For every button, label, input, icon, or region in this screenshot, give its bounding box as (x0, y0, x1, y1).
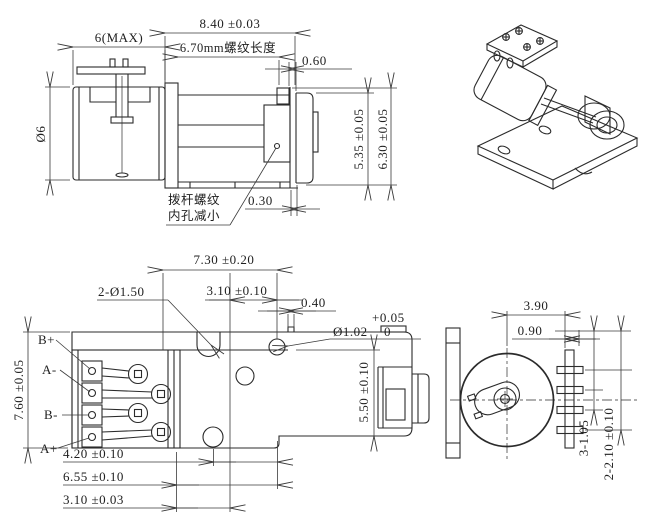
u-slot (196, 332, 221, 357)
dim-height-outer-text: 6.30 ±0.05 (375, 109, 390, 170)
screw-boss (493, 387, 517, 411)
end-view: 3.90 0.90 3-1.05 2-2.10 ±0.10 (445, 298, 638, 481)
slider-cap (412, 373, 430, 424)
bracket-plate-edge (445, 327, 461, 459)
pin-header (556, 349, 584, 449)
plan-view-dimensions: B+ A- B- A+ 7.60 ±0.05 7.30 ±0.20 2-Ø1.5… (11, 252, 421, 512)
leader-dot (273, 142, 281, 150)
pad-a-plus (81, 426, 103, 448)
dim-bottom-1-text: 4.20 ±0.10 (63, 446, 124, 461)
dim-step-text: 0.40 (301, 295, 326, 310)
iso-lead-screw (543, 97, 597, 118)
iso-terminal-pins (493, 27, 544, 69)
pad-a-minus (81, 382, 103, 404)
terminal-label-a-plus: A+ (40, 441, 58, 456)
dim-overall-width-text: 7.60 ±0.05 (11, 360, 26, 421)
slider-tab (276, 87, 290, 105)
dim-pin-pitch-text: 3-1.05 (576, 420, 591, 457)
terminal-block (71, 349, 181, 449)
dim-body-width-text: 5.50 ±0.10 (356, 362, 371, 423)
dim-pin-span-text: 2-2.10 ±0.10 (601, 408, 616, 481)
dim-width-max-text: 6(MAX) (95, 30, 144, 45)
dim-bottom-3-text: 3.10 ±0.03 (63, 492, 124, 507)
eyelet-terminals (127, 363, 172, 443)
terminal-label-b-minus: B- (44, 407, 58, 422)
side-view-dimensions: 6(MAX) 8.40 ±0.03 6.70mm螺纹长度 Ø6 0.60 5.3… (33, 16, 397, 226)
dim-height-inner-text: 5.35 ±0.05 (351, 109, 366, 170)
iso-bracket-plate (476, 105, 639, 181)
side-view: 6(MAX) 8.40 ±0.03 6.70mm螺纹长度 Ø6 0.60 5.3… (33, 16, 397, 226)
plan-view: B+ A- B- A+ 7.60 ±0.05 7.30 ±0.20 2-Ø1.5… (11, 252, 430, 512)
note-lever-thread-line1: 拨杆螺纹 (168, 193, 220, 207)
isometric-view (473, 24, 639, 190)
end-view-dimensions: 3.90 0.90 3-1.05 2-2.10 ±0.10 (491, 298, 632, 481)
hole-bottom (202, 426, 224, 448)
dim-thread-length-text: 6.70mm螺纹长度 (180, 40, 276, 55)
dim-pin-offset-text: 0.90 (518, 323, 543, 338)
header-plate (564, 349, 575, 449)
dim-gap-top-text: 0.60 (302, 53, 327, 68)
slider-nut (263, 104, 291, 163)
iso-nut-back (577, 102, 611, 130)
iso-geometry (473, 24, 639, 190)
dim-center-offset-text: 3.90 (524, 298, 549, 313)
dim-bottom-2-text: 6.55 ±0.10 (63, 469, 124, 484)
dim-gap-bottom-text: 0.30 (248, 193, 273, 208)
motor-body (72, 86, 166, 181)
plan-view-geometry (71, 325, 430, 449)
mount-plate (164, 82, 179, 189)
terminal-label-b-plus: B+ (38, 332, 55, 347)
end-cap (296, 92, 314, 184)
dim-small-hole-tol-upper-text: +0.05 (372, 310, 405, 325)
dim-diameter-text: Ø6 (33, 126, 48, 143)
slider-inner (385, 388, 406, 421)
dim-small-hole-text: Ø1.02 (333, 324, 368, 339)
dim-total-length-text: 8.40 ±0.03 (200, 16, 261, 31)
dim-hole-offset-text: 3.10 ±0.10 (207, 283, 268, 298)
terminal-bar (76, 66, 146, 75)
note-lever-thread-line2: 内孔减小 (168, 209, 220, 223)
side-view-geometry (72, 58, 319, 189)
end-view-geometry (445, 327, 638, 462)
pad-b-plus (81, 360, 103, 382)
slider-top-tab (380, 325, 407, 333)
terminal-label-a-minus: A- (42, 362, 57, 377)
hole-small (268, 338, 286, 356)
lever-nut (466, 381, 521, 420)
base-plate (71, 331, 413, 449)
iso-nut-face (589, 110, 625, 140)
hole-center (235, 366, 255, 386)
dim-holes-text: 2-Ø1.50 (98, 284, 144, 299)
iso-motor-body (473, 54, 558, 127)
dim-small-hole-tol-lower-text: 0 (384, 324, 391, 339)
dim-length-total-text: 7.30 ±0.20 (194, 252, 255, 267)
